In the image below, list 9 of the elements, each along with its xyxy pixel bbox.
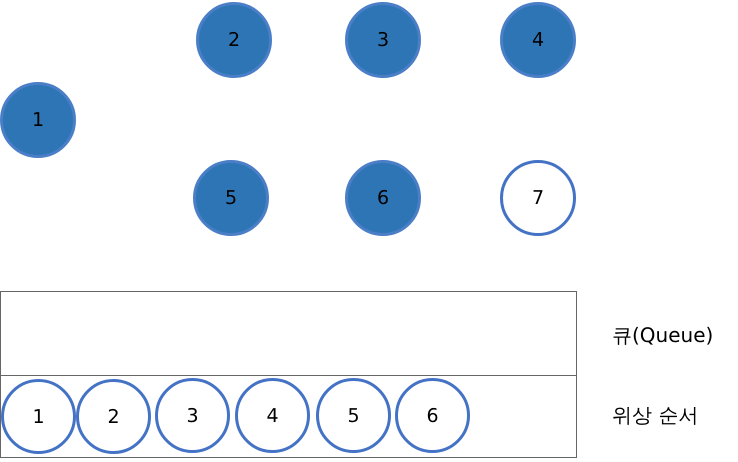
row-label: 위상 순서 — [612, 402, 698, 429]
visited-node-circle: 2 — [196, 2, 272, 78]
row-label: 큐(Queue) — [612, 322, 714, 349]
visited-node-circle: 6 — [345, 160, 421, 236]
visited-node-circle: 4 — [500, 2, 576, 78]
visited-node-circle: 1 — [0, 82, 76, 158]
visited-node-circle: 3 — [345, 2, 421, 78]
node-circle: 7 — [500, 160, 576, 236]
visited-node-circle: 5 — [193, 160, 269, 236]
